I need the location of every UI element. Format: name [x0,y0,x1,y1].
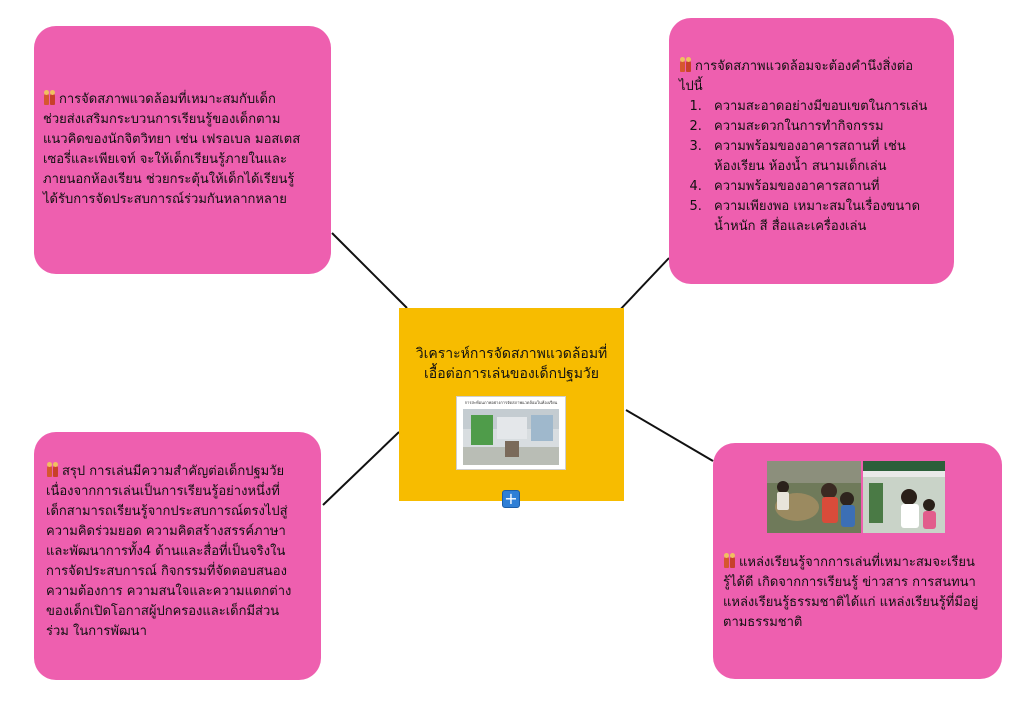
connector-bottom-left [322,431,400,506]
connector-top-right [616,257,670,314]
expand-button[interactable]: + [502,490,520,508]
photo-playground-outdoor [863,461,945,533]
connector-top-left [331,232,408,309]
node-text: สรุป การเล่นมีความสำคัญต่อเด็กปฐมวัย เนื… [46,462,321,642]
text-line: รู้ได้ดี เกิดจากการเรียนรู้ ข่าวสาร การส… [723,575,976,590]
node-text: การจัดสภาพแวดล้อมจะต้องคำนึงสิ่งต่อ ไปนี… [679,57,954,237]
text-line: ความคิดร่วมยอด ความคิดสร้างสรรค์ภาษา [46,524,286,539]
text-line: ความต้องการ ความสนใจและความแตกต่าง [46,584,292,599]
text-line: และพัฒนาการทั้ง4 ด้านและสื่อที่เป็นจริงใ… [46,544,286,559]
central-topic[interactable]: วิเคราะห์การจัดสภาพแวดล้อมที่ เอื้อต่อกา… [399,308,624,501]
topic-node-top-left[interactable]: การจัดสภาพแวดล้อมที่เหมาะสมกับเด็ก ช่วยส… [34,26,331,274]
text-line: แหล่งเรียนรู้จากการเล่นที่เหมาะสมจะเรียน [739,555,975,570]
text-line: แนวคิดของนักจิตวิทยา เช่น เฟรอเบล มอสเตส [43,132,301,147]
text-line: สรุป การเล่นมีความสำคัญต่อเด็กปฐมวัย [62,464,285,479]
people-icon [723,553,737,568]
text-line: เซอรี่และเพียเจท์ จะให้เด็กเรียนรู้ภายใน… [43,152,288,167]
text-line: แหล่งเรียนรู้ธรรมชาติได้แก่ แหล่งเรียนรู… [723,595,979,610]
text-line: การจัดสภาพแวดล้อมที่เหมาะสมกับเด็ก [59,92,276,107]
list-item: ความพร้อมของอาคารสถานที่ [706,177,954,197]
classroom-thumbnail: การสะท้อนภาพอย่างการจัดสภาพแวดล้อมในห้อง… [456,396,566,470]
considerations-list: ความสะอาดอย่างมีขอบเขตในการเล่น ความสะดว… [679,97,954,237]
node-text: การจัดสภาพแวดล้อมที่เหมาะสมกับเด็ก ช่วยส… [43,90,333,210]
text-line: ภายนอกห้องเรียน ช่วยกระตุ้นให้เด็กได้เรี… [43,172,295,187]
connector-bottom-right [625,409,714,462]
list-item: ความพร้อมของอาคารสถานที่ เช่นห้องเรียน ห… [706,137,954,177]
topic-node-bottom-left[interactable]: สรุป การเล่นมีความสำคัญต่อเด็กปฐมวัย เนื… [34,432,321,680]
text-line: การจัดประสบการณ์ กิจกรรมที่จัดตอบสนอง [46,564,287,579]
node-text: แหล่งเรียนรู้จากการเล่นที่เหมาะสมจะเรียน… [723,553,1002,633]
central-topic-title: วิเคราะห์การจัดสภาพแวดล้อมที่ เอื้อต่อกา… [415,346,608,382]
list-heading: ไปนี้ [679,79,703,94]
people-icon [679,57,693,72]
list-heading: การจัดสภาพแวดล้อมจะต้องคำนึงสิ่งต่อ [695,59,914,74]
photo-playground-indoor [767,461,861,533]
topic-node-top-right[interactable]: การจัดสภาพแวดล้อมจะต้องคำนึงสิ่งต่อ ไปนี… [669,18,954,284]
list-item: ความสะดวกในการทำกิจกรรม [706,117,954,137]
text-line: ได้รับการจัดประสบการณ์ร่วมกันหลากหลาย [43,192,287,207]
text-line: เด็กสามารถเรียนรู้จากประสบการณ์ตรงไปสู่ [46,504,288,519]
text-line: เนื่องจากการเล่นเป็นการเรียนรู้อย่างหนึ่… [46,484,280,499]
text-line: ของเด็กเปิดโอกาสผู้ปกครองและเด็กมีส่วน [46,604,280,619]
text-line: ช่วยส่งเสริมกระบวนการเรียนรู้ของเด็กตาม [43,112,281,127]
topic-node-bottom-right[interactable]: แหล่งเรียนรู้จากการเล่นที่เหมาะสมจะเรียน… [713,443,1002,679]
text-line: ตามธรรมชาติ [723,615,803,630]
people-icon [46,462,60,477]
thumbnail-caption: การสะท้อนภาพอย่างการจัดสภาพแวดล้อมในห้อง… [464,400,558,405]
text-line: ร่วม ในการพัฒนา [46,624,147,639]
list-item: ความสะอาดอย่างมีขอบเขตในการเล่น [706,97,954,117]
people-icon [43,90,57,105]
